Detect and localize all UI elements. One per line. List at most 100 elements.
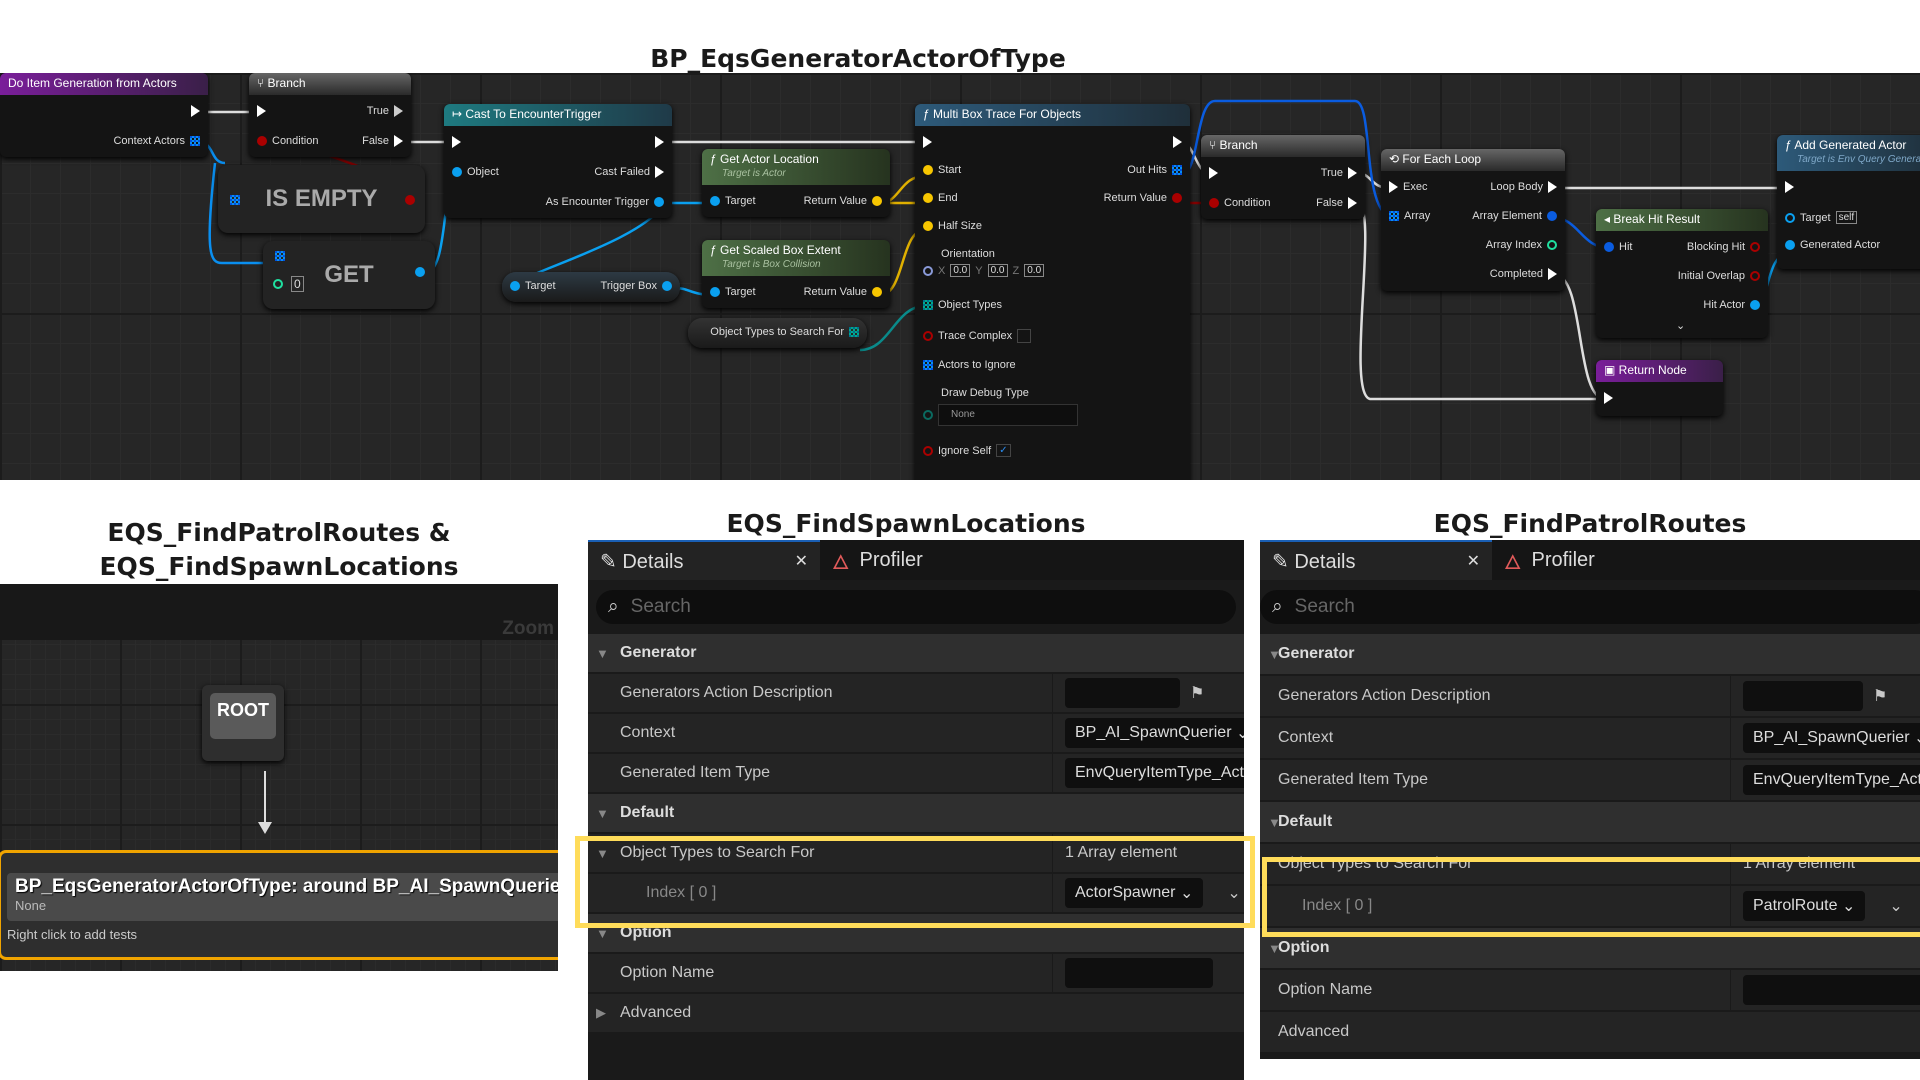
object-pin[interactable] [710,196,720,206]
object-pin[interactable] [654,197,664,207]
target-input[interactable]: self [1835,211,1858,224]
bool-pin[interactable] [405,195,415,205]
for-each-loop-node[interactable]: ⟲ For Each Loop Exec Loop Body Array Arr… [1381,149,1565,291]
tab-details[interactable]: ✎ Details✕ [588,540,820,580]
return-node[interactable]: ▣ Return Node [1596,360,1723,416]
struct-pin[interactable] [1547,211,1557,221]
enum-pin[interactable] [923,410,933,420]
vector-pin[interactable] [872,287,882,297]
search-input[interactable]: ⌕Search [596,590,1236,624]
exec-in-pin[interactable] [1604,392,1613,404]
y-input[interactable]: 0.0 [987,264,1008,277]
generated-item-type-field[interactable]: EnvQueryItemType_Actor [1743,765,1920,795]
section-advanced[interactable]: ▶Advanced [588,994,1244,1034]
vector-pin[interactable] [923,193,933,203]
array-pin[interactable] [923,360,933,370]
object-pin[interactable] [415,267,425,277]
section-generator[interactable]: ▼Generator [1260,634,1920,676]
option-name-input[interactable] [1065,958,1213,988]
blueprint-graph[interactable]: Do Item Generation from Actors Context A… [0,73,1920,480]
exec-in-pin[interactable] [1785,181,1794,193]
exec-true-pin[interactable] [394,105,403,117]
exec-completed-pin[interactable] [1548,268,1557,280]
tab-details[interactable]: ✎ Details✕ [1260,540,1492,580]
section-option[interactable]: ▼Option [588,914,1244,954]
close-icon[interactable]: ✕ [1466,553,1480,570]
array-pin[interactable] [923,300,933,310]
close-icon[interactable]: ✕ [794,553,808,570]
break-hit-result-node[interactable]: ◂ Break Hit Result Hit Blocking Hit Init… [1596,209,1768,338]
bool-pin[interactable] [1750,271,1760,281]
ignore-self-checkbox[interactable]: ✓ [996,444,1011,457]
tab-profiler[interactable]: 🜂Profiler [1492,540,1607,580]
flag-icon[interactable]: ⚑ [1873,688,1888,705]
collapse-triangle-icon[interactable]: ▼ [596,845,609,861]
array-pin[interactable] [230,195,240,205]
expand-chevron-icon[interactable]: ⌄ [1676,320,1686,332]
exec-false-pin[interactable] [1348,197,1357,209]
x-input[interactable]: 0.0 [950,264,971,277]
exec-in-pin[interactable] [257,105,266,117]
section-generator[interactable]: ▼Generator [588,634,1244,674]
branch-node[interactable]: ⑂ Branch True Condition False [249,73,411,157]
exec-in-pin[interactable] [452,136,461,148]
array-pin[interactable] [849,327,859,337]
int-pin[interactable] [273,279,283,289]
exec-failed-pin[interactable] [655,166,664,178]
rotator-pin[interactable] [923,265,933,276]
vector-pin[interactable] [872,196,882,206]
object-pin[interactable] [662,281,672,291]
generators-action-description-input[interactable] [1065,678,1180,708]
multi-box-trace-node[interactable]: ƒ Multi Box Trace For Objects Start Out … [915,104,1190,480]
section-default[interactable]: ▼Default [1260,802,1920,844]
get-node[interactable]: GET 0 [263,241,435,309]
exec-false-pin[interactable] [394,135,403,147]
flag-icon[interactable]: ⚑ [1190,685,1205,702]
exec-out-pin[interactable] [1548,181,1557,193]
root-node[interactable]: ROOT [202,685,284,761]
exec-in-pin[interactable] [1209,167,1218,179]
bool-pin[interactable] [923,445,933,456]
search-input[interactable]: ⌕Search [1260,590,1920,624]
eqs-graph[interactable]: Zoom ROOT BP_EqsGeneratorActorOfType: ar… [0,584,558,971]
option-name-input[interactable] [1743,975,1920,1005]
object-type-dropdown[interactable]: ActorSpawner ⌄ [1065,878,1204,908]
object-pin[interactable] [452,167,462,177]
bool-pin[interactable] [1172,193,1182,203]
is-empty-node[interactable]: IS EMPTY [218,165,425,233]
chevron-down-icon[interactable]: ⌄ [1227,885,1241,902]
context-dropdown[interactable]: BP_AI_SpawnQuerier ⌄ [1065,718,1244,748]
object-pin[interactable] [1750,300,1760,310]
exec-true-pin[interactable] [1348,167,1357,179]
exec-out-pin[interactable] [1173,136,1182,148]
object-pin[interactable] [1785,240,1795,250]
exec-out-pin[interactable] [191,105,200,117]
struct-pin[interactable] [1604,242,1614,252]
cast-node[interactable]: ↦ Cast To EncounterTrigger Object Cast F… [444,104,672,218]
generators-action-description-input[interactable] [1743,681,1863,711]
generator-node[interactable]: BP_EqsGeneratorActorOfType: around BP_AI… [0,850,558,960]
bool-pin[interactable] [923,331,933,341]
draw-debug-dropdown[interactable]: None [938,404,1078,426]
object-pin[interactable] [710,287,720,297]
array-pin[interactable] [275,251,285,261]
branch-node-2[interactable]: ⑂ Branch True Condition False [1201,135,1365,219]
object-types-variable-node[interactable]: Object Types to Search For [688,318,867,348]
event-node-do-item-generation[interactable]: Do Item Generation from Actors Context A… [0,73,208,157]
int-pin[interactable] [1547,240,1557,250]
index-input[interactable]: 0 [291,276,304,292]
object-pin[interactable] [510,281,520,291]
object-pin[interactable] [1785,212,1795,223]
exec-in-pin[interactable] [923,136,932,148]
exec-in-pin[interactable] [1389,181,1398,193]
array-pin[interactable] [1172,165,1182,175]
bool-pin[interactable] [1209,198,1219,208]
array-pin[interactable] [1389,211,1399,221]
exec-out-pin[interactable] [655,136,664,148]
object-type-dropdown[interactable]: PatrolRoute ⌄ [1743,891,1866,921]
context-dropdown[interactable]: BP_AI_SpawnQuerier ⌄ [1743,723,1920,753]
section-default[interactable]: ▼Default [588,794,1244,834]
